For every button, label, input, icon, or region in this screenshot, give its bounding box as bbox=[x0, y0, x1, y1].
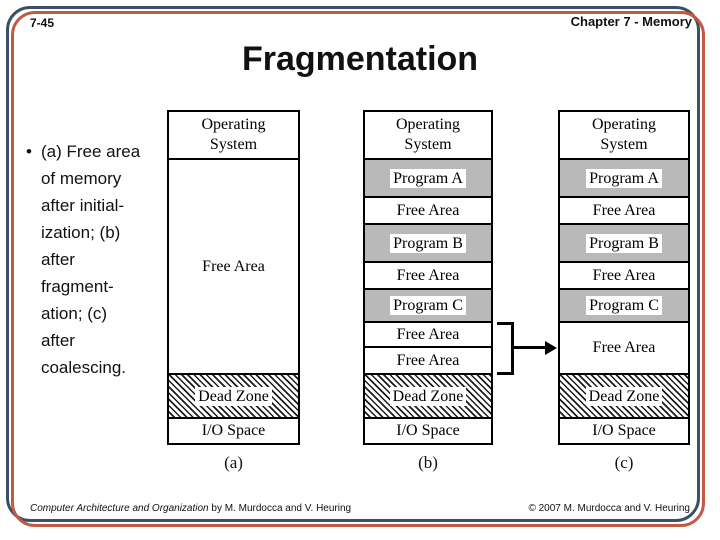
segment-label: Program C bbox=[586, 296, 662, 315]
memory-segment-dead: Dead Zone bbox=[560, 375, 688, 419]
coalesce-bracket-vertical bbox=[511, 322, 514, 375]
memory-segment-dead: Dead Zone bbox=[169, 375, 298, 419]
segment-label: Dead Zone bbox=[389, 386, 467, 406]
segment-label: Program C bbox=[390, 296, 466, 315]
footer-book-title: Computer Architecture and Organization bbox=[30, 503, 209, 514]
segment-label: Free Area bbox=[396, 325, 460, 343]
segment-label: I/O Space bbox=[201, 422, 266, 439]
segment-label: I/O Space bbox=[592, 422, 656, 439]
memory-segment-free: Free Area bbox=[365, 263, 491, 290]
segment-label: Free Area bbox=[202, 257, 265, 275]
chapter-title: Chapter 7 - Memory bbox=[570, 14, 692, 29]
memory-segment-dead: Dead Zone bbox=[365, 375, 491, 419]
footer-byline: by M. Murdocca and V. Heuring bbox=[208, 503, 352, 514]
memory-segment-free: Free Area bbox=[365, 348, 491, 375]
segment-label: Program B bbox=[390, 233, 466, 253]
memory-segment-program: Program C bbox=[365, 290, 491, 323]
segment-label: Operating System bbox=[592, 116, 656, 153]
slide-title: Fragmentation bbox=[241, 40, 479, 78]
footer-copyright: © 2007 M. Murdocca and V. Heuring bbox=[528, 503, 690, 514]
memory-segment-program: Program C bbox=[560, 290, 688, 323]
coalesce-bracket-top bbox=[497, 322, 514, 325]
memory-segment-free: Free Area bbox=[560, 263, 688, 290]
memory-segment-program: Program B bbox=[560, 225, 688, 263]
page-number: 7-45 bbox=[30, 16, 55, 30]
coalesce-arrow-shaft bbox=[513, 346, 546, 349]
caption-text: (a) Free area of memory after initial- i… bbox=[40, 142, 141, 377]
segment-label: Free Area bbox=[592, 201, 656, 219]
memory-segment-free: Free Area bbox=[169, 160, 298, 375]
coalesce-arrow-head-icon bbox=[545, 341, 557, 355]
segment-label: Free Area bbox=[592, 339, 656, 356]
segment-label: I/O Space bbox=[396, 422, 460, 439]
memory-segment-free: Free Area bbox=[365, 198, 491, 225]
memory-segment-free: Free Area bbox=[365, 323, 491, 348]
segment-label: Operating System bbox=[396, 116, 460, 153]
diagram-label-b: (b) bbox=[418, 453, 438, 472]
memory-segment-io: I/O Space bbox=[169, 419, 298, 443]
memory-segment-os: Operating System bbox=[365, 112, 491, 160]
memory-segment-program: Program B bbox=[365, 225, 491, 263]
segment-label: Program B bbox=[586, 233, 662, 253]
slide-border-outer bbox=[6, 6, 700, 522]
segment-label: Free Area bbox=[592, 266, 656, 284]
memory-segment-program: Program A bbox=[560, 160, 688, 198]
memory-segment-free: Free Area bbox=[560, 323, 688, 375]
segment-label: Free Area bbox=[396, 266, 460, 284]
segment-label: Program A bbox=[586, 168, 662, 188]
segment-label: Free Area bbox=[396, 201, 460, 219]
memory-segment-io: I/O Space bbox=[560, 419, 688, 443]
coalesce-bracket-bottom bbox=[497, 372, 514, 375]
segment-label: Free Area bbox=[396, 351, 460, 369]
segment-label: Operating System bbox=[201, 116, 266, 153]
footer-attribution: Computer Architecture and Organization b… bbox=[30, 503, 351, 514]
slide-border-inner bbox=[11, 11, 705, 527]
bullet-marker: • bbox=[26, 142, 32, 161]
memory-segment-program: Program A bbox=[365, 160, 491, 198]
diagram-label-a: (a) bbox=[224, 453, 243, 472]
segment-label: Dead Zone bbox=[585, 386, 663, 406]
memory-segment-free: Free Area bbox=[560, 198, 688, 225]
memory-segment-io: I/O Space bbox=[365, 419, 491, 443]
memory-segment-os: Operating System bbox=[560, 112, 688, 160]
memory-segment-os: Operating System bbox=[169, 112, 298, 160]
segment-label: Program A bbox=[390, 168, 466, 188]
diagram-label-c: (c) bbox=[614, 453, 634, 472]
segment-label: Dead Zone bbox=[195, 386, 272, 406]
caption-bullet: • (a) Free area of memory after initial-… bbox=[26, 138, 162, 381]
